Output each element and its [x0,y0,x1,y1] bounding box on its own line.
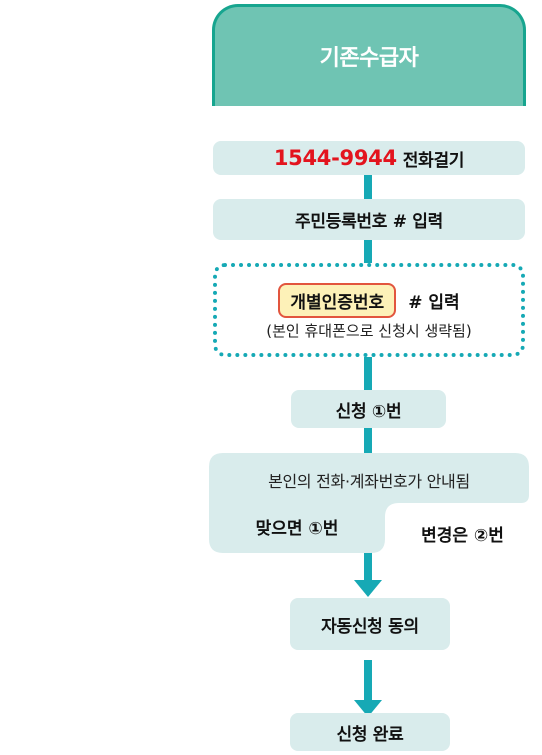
info-line: 본인의 전화·계좌번호가 안내됨 [268,472,470,491]
header-title: 기존수급자 [319,46,419,71]
arrow-down-icon [354,700,382,717]
done-label: 신청 완료 [336,724,404,745]
correct-option: 맞으면 ①번 [255,519,339,539]
step-call: 1544-9944 전화걸기 [213,141,525,175]
step-auto-consent: 자동신청 동의 [290,598,450,650]
step-rrn: 주민등록번호 # 입력 [213,199,525,240]
connector-line-2 [364,240,372,266]
rrn-label: 주민등록번호 # 입력 [295,212,443,232]
info-box-shape [209,453,529,553]
pin-suffix: # 입력 [408,293,460,313]
apply-label: 신청 ①번 [335,401,402,422]
pin-note: (본인 휴대폰으로 신청시 생략됨) [266,322,472,340]
connector-line-4 [364,428,372,456]
change-option: 변경은 ②번 [421,526,504,546]
phone-number: 1544-9944 [273,146,397,170]
connector-line-1 [364,170,372,200]
step-done: 신청 완료 [290,713,450,751]
header-tab [212,4,526,106]
pin-pill: 개별인증번호 [278,283,397,318]
call-label: 전화걸기 [402,150,465,171]
connector-line-3 [364,354,372,390]
arrow-down-icon [354,580,382,597]
auto-consent-label: 자동신청 동의 [321,616,419,637]
pin-row: 개별인증번호 # 입력 [213,283,525,318]
step-apply: 신청 ①번 [291,390,446,428]
connector-line-6 [364,660,372,705]
connector-line-5 [364,550,372,583]
